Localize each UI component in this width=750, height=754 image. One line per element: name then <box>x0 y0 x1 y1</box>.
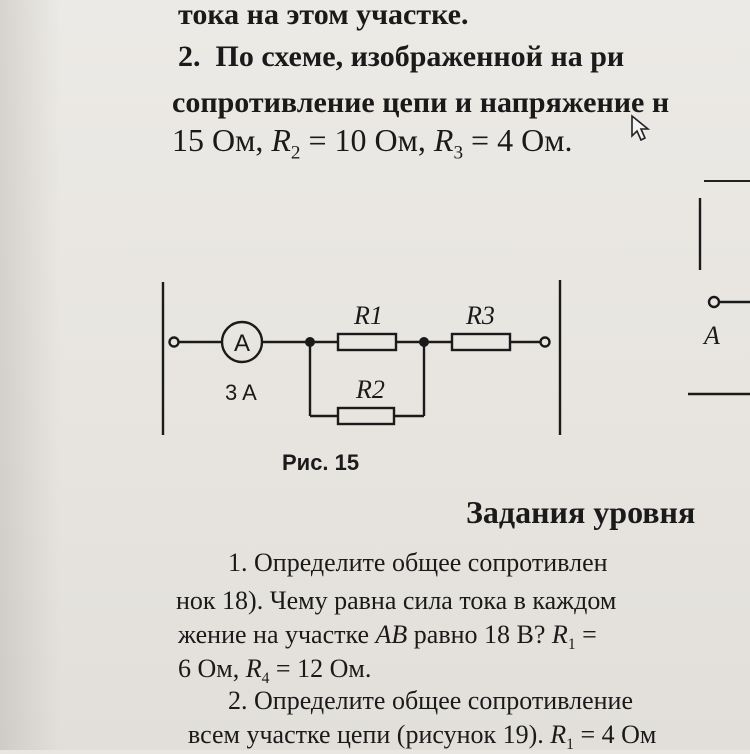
question-1-line-3: жение на участке AB равно 18 В? R1 = <box>178 620 597 654</box>
q1-text-c: = <box>575 620 597 649</box>
junction-node-left <box>305 337 315 347</box>
q1-text-a: жение на участке <box>178 620 376 649</box>
problem-2-text-1: По схеме, изображенной на ри <box>215 40 625 73</box>
q2-text-a: всем участке цепи (рисунок 19). <box>188 720 551 749</box>
r3-subscript: 3 <box>453 142 464 164</box>
q1-text-b: равно 18 В? <box>407 620 552 649</box>
question-1-line-1: 1. Определите общее сопротивлен <box>228 548 608 577</box>
r3-symbol: R <box>433 122 454 158</box>
resistor-r2 <box>336 406 396 426</box>
r1-symbol: R <box>551 620 568 649</box>
mouse-cursor-icon <box>631 114 651 142</box>
section-title: Задания уровня <box>466 494 696 530</box>
r2-label: R2 <box>355 375 385 404</box>
problem-2-r3-value: = 4 Ом. <box>463 122 573 158</box>
top-line-text: тока на этом участке. <box>178 0 469 31</box>
question-2-line-2: всем участке цепи (рисунок 19). R1 = 4 О… <box>188 720 656 754</box>
q2-text-b: = 4 Ом <box>573 720 657 749</box>
problem-2-r1-value: 15 Ом, <box>172 122 272 158</box>
page-shadow <box>0 0 60 750</box>
r1-label: R1 <box>353 301 383 330</box>
question-1-line-4: 6 Ом, R4 = 12 Ом. <box>178 654 371 688</box>
resistor-r3 <box>450 332 512 352</box>
ammeter-reading: 3 A <box>225 380 257 405</box>
partial-terminal <box>707 295 721 309</box>
circuit-diagram-fig15: A 3 A R1 R2 R3 <box>161 280 562 435</box>
junction-node-right <box>419 337 429 347</box>
partial-node-label: A <box>702 321 720 350</box>
r2-symbol: R <box>271 122 291 158</box>
right-rule-line <box>704 180 750 182</box>
input-terminal <box>168 336 180 348</box>
circuit-diagram-partial: A <box>688 198 750 396</box>
r2-subscript: 2 <box>290 142 301 164</box>
figure-caption: Рис. 15 <box>282 450 360 475</box>
q1-text-d: 6 Ом, <box>178 654 246 683</box>
problem-2-line-3: 15 Ом, R2 = 10 Ом, R3 = 4 Ом. <box>172 122 572 164</box>
r4-subscript: 4 <box>261 670 270 688</box>
q1-text-e: = 12 Ом. <box>269 654 372 683</box>
q2-r1-subscript: 1 <box>566 736 574 754</box>
problem-2-number: 2. <box>178 40 201 73</box>
question-2-line-1: 2. Определите общее сопротивление <box>228 686 633 715</box>
problem-2-line-2: сопротивление цепи и напряжение н <box>172 86 670 119</box>
r3-label: R3 <box>465 301 495 330</box>
question-1-line-2: нок 18). Чему равна сила тока в каждом <box>176 586 617 615</box>
r1-subscript: 1 <box>567 636 576 654</box>
problem-2-r2-value: = 10 Ом, <box>300 122 434 158</box>
r4-symbol: R <box>245 654 262 683</box>
ammeter-label: A <box>234 330 250 357</box>
resistor-r1 <box>336 332 398 352</box>
q2-r1-symbol: R <box>550 720 567 749</box>
output-terminal <box>539 336 551 348</box>
problem-2-line-1: 2. По схеме, изображенной на ри <box>178 40 624 74</box>
ab-symbol: AB <box>375 620 408 649</box>
